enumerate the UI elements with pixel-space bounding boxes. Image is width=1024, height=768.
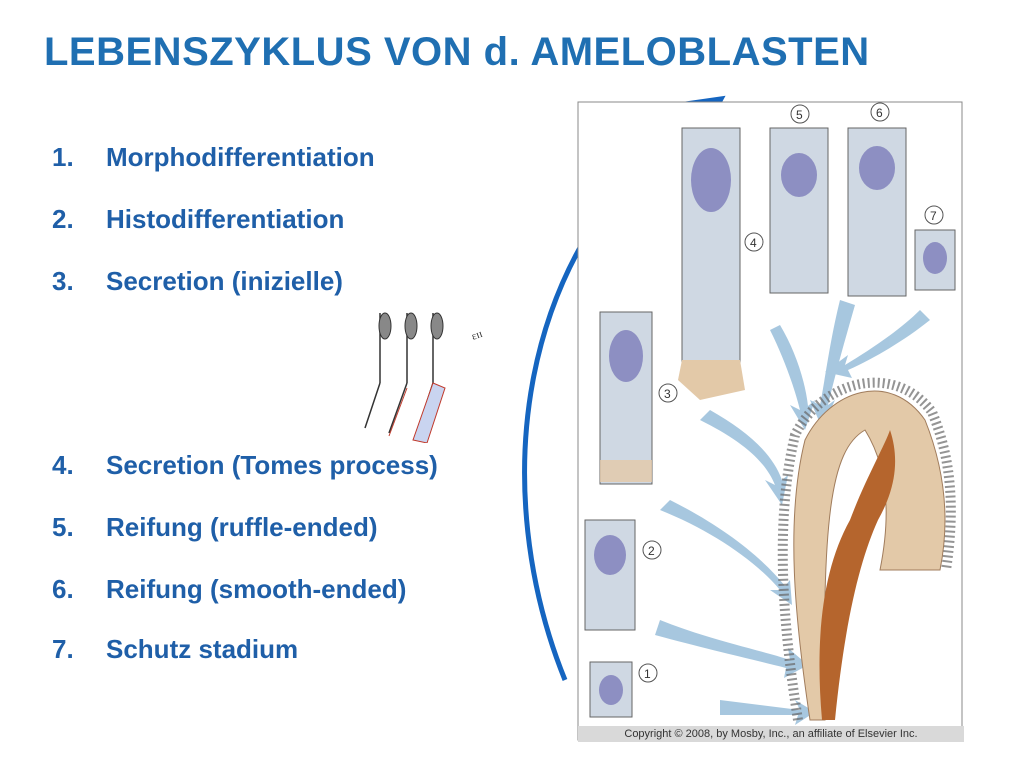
stage-number: 6 <box>876 106 883 120</box>
stage-marker <box>658 383 678 403</box>
stage-marker <box>790 104 810 124</box>
list-item: 1. Morphodifferentiation <box>52 142 512 173</box>
mini-label: ɛɪɪ <box>470 328 484 343</box>
list-number: 5. <box>52 512 74 542</box>
ameloblast-figure: 1 2 3 4 5 6 7 <box>577 101 963 741</box>
list-item: 7. Schutz stadium <box>52 634 512 665</box>
copyright-notice: Copyright © 2008, by Mosby, Inc., an aff… <box>578 726 964 742</box>
list-number: 2. <box>52 204 74 234</box>
stage-marker <box>638 663 658 683</box>
stage-marker <box>870 102 890 122</box>
list-number: 6. <box>52 574 74 604</box>
initial-secretion-sketch: ɛɪɪ <box>364 312 484 443</box>
list-label: Histodifferentiation <box>106 204 345 234</box>
list-number: 3. <box>52 266 74 296</box>
list-item: 3. Secretion (inizielle) <box>52 266 512 297</box>
stage-number: 4 <box>750 236 757 250</box>
list-item: 5. Reifung (ruffle-ended) <box>52 512 512 543</box>
list-number: 1. <box>52 142 74 172</box>
stage-number: 7 <box>930 209 937 223</box>
list-label: Secretion (Tomes process) <box>106 450 438 480</box>
list-item: 4. Secretion (Tomes process) <box>52 450 512 481</box>
stage-number: 1 <box>644 667 651 681</box>
stage-number: 2 <box>648 544 655 558</box>
list-number: 7. <box>52 634 74 664</box>
stage-marker <box>642 540 662 560</box>
list-item: 6. Reifung (smooth-ended) <box>52 574 512 605</box>
list-label: Reifung (ruffle-ended) <box>106 512 378 542</box>
stage-number: 3 <box>664 387 671 401</box>
list-label: Secretion (inizielle) <box>106 266 343 296</box>
list-label: Schutz stadium <box>106 634 299 664</box>
list-number: 4. <box>52 450 74 480</box>
list-label: Morphodifferentiation <box>106 142 375 172</box>
slide-title: LEBENSZYKLUS VON d. AMELOBLASTEN <box>44 30 870 74</box>
stage-marker <box>744 232 764 252</box>
stage-number: 5 <box>796 108 803 122</box>
list-label: Reifung (smooth-ended) <box>106 574 407 604</box>
stage-marker <box>924 205 944 225</box>
list-item: 2. Histodifferentiation <box>52 204 512 235</box>
